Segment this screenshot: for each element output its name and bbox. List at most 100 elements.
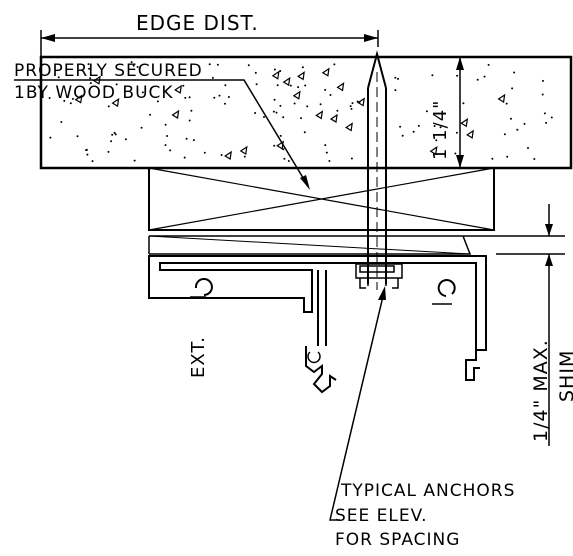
- wood-buck-label-line1: PROPERLY SECURED: [14, 61, 203, 81]
- concrete-dot: [132, 64, 135, 67]
- concrete-dot: [124, 138, 127, 141]
- concrete-dot: [279, 70, 282, 72]
- concrete-dot: [550, 116, 553, 119]
- concrete-dot: [113, 131, 116, 134]
- concrete-dot: [88, 67, 91, 70]
- embed-arrow-top: [456, 57, 464, 70]
- concrete-dot: [510, 117, 512, 120]
- concrete-dot: [350, 107, 353, 110]
- wood-buck-callout: PROPERLY SECURED 1BY WOOD BUCK: [14, 61, 310, 190]
- edge-dist-arrow-right: [364, 34, 378, 42]
- concrete-dot: [48, 97, 51, 99]
- concrete-dot: [57, 76, 60, 79]
- concrete-dot: [220, 154, 223, 156]
- concrete-dot: [71, 97, 74, 100]
- concrete-dot: [483, 75, 486, 78]
- concrete-dot: [110, 140, 113, 143]
- concrete-dot: [213, 96, 216, 99]
- concrete-dot: [89, 82, 92, 85]
- concrete-aggregate: [460, 118, 469, 128]
- shim: [148, 235, 565, 255]
- concrete-dot: [211, 76, 214, 79]
- concrete-substrate: [39, 55, 573, 170]
- concrete-dot: [394, 89, 397, 92]
- embed-depth-dimension: 1 1/4": [378, 56, 470, 168]
- ext-label: EXT.: [188, 336, 209, 378]
- wood-buck-leader-arrow: [300, 175, 310, 190]
- concrete-dot: [140, 126, 143, 129]
- concrete-dot: [60, 121, 63, 123]
- concrete-dot: [328, 160, 331, 162]
- concrete-dot: [533, 158, 536, 160]
- concrete-dot: [87, 63, 90, 66]
- concrete-aggregate: [224, 150, 232, 160]
- concrete-aggregate: [171, 109, 180, 119]
- concrete-dot: [336, 109, 339, 112]
- concrete-dot: [325, 151, 328, 154]
- concrete-aggregate: [345, 122, 353, 132]
- shim-arrow-top: [545, 224, 553, 236]
- edge-dist-label: EDGE DIST.: [136, 11, 259, 35]
- concrete-dot: [279, 134, 282, 137]
- concrete-dot: [435, 139, 438, 142]
- wood-buck: [148, 167, 495, 231]
- concrete-dot: [224, 102, 226, 105]
- concrete-dot: [523, 122, 526, 125]
- concrete-dot: [218, 94, 221, 97]
- concrete-dot: [164, 90, 167, 93]
- wood-buck-outline: [148, 167, 495, 231]
- concrete-dot: [351, 102, 354, 105]
- concrete-dot: [272, 110, 275, 113]
- concrete-dot: [111, 133, 114, 136]
- screw-boss-right: [437, 279, 456, 297]
- concrete-dot: [164, 144, 167, 147]
- screw-channel-ribs: [359, 278, 399, 289]
- concrete-dot: [333, 63, 336, 66]
- concrete-dot: [487, 63, 490, 66]
- concrete-dot: [454, 152, 457, 155]
- concrete-dot: [279, 104, 282, 107]
- concrete-dot: [324, 144, 327, 147]
- concrete-dot: [107, 150, 110, 153]
- concrete-dot: [115, 83, 118, 86]
- concrete-dot: [184, 96, 187, 99]
- concrete-aggregate: [282, 76, 291, 87]
- concrete-dot: [283, 157, 286, 160]
- shim-taper-line: [148, 235, 471, 255]
- concrete-dot: [456, 74, 459, 77]
- concrete-dot: [63, 99, 66, 102]
- concrete-dot: [491, 157, 494, 160]
- concrete-dot: [425, 110, 428, 113]
- concrete-dot: [254, 112, 257, 114]
- concrete-dot: [273, 144, 276, 147]
- shim-label: SHIM: [556, 350, 573, 402]
- concrete-dot: [114, 133, 117, 136]
- concrete-dot: [107, 105, 110, 108]
- anchors-callout: TYPICAL ANCHORS SEE ELEV. FOR SPACING: [329, 286, 515, 550]
- concrete-dot: [303, 131, 306, 134]
- concrete-dot: [182, 84, 185, 87]
- concrete-dot: [399, 125, 402, 128]
- concrete-dot: [224, 84, 227, 87]
- concrete-dot: [188, 96, 191, 99]
- anchors-label-line2: SEE ELEV.: [335, 506, 427, 526]
- concrete-dot: [431, 74, 434, 77]
- concrete-dot: [289, 84, 292, 87]
- concrete-dot: [275, 111, 278, 114]
- concrete-dot: [506, 155, 509, 158]
- concrete-dot: [273, 98, 276, 101]
- concrete-aggregate: [329, 113, 338, 124]
- concrete-dot: [227, 96, 230, 98]
- concrete-aggregate: [466, 129, 474, 139]
- concrete-dot: [156, 100, 159, 103]
- glazing-bead-hook: [307, 351, 321, 364]
- concrete-dot: [293, 102, 296, 105]
- screw-boss-left: [194, 278, 213, 296]
- concrete-dot: [541, 93, 544, 96]
- concrete-aggregate: [271, 70, 280, 80]
- concrete-dot: [462, 102, 465, 105]
- anchors-label-line1: TYPICAL ANCHORS: [340, 481, 515, 501]
- concrete-dot: [319, 103, 322, 106]
- concrete-stipple: [48, 61, 553, 163]
- concrete-dot: [263, 116, 265, 118]
